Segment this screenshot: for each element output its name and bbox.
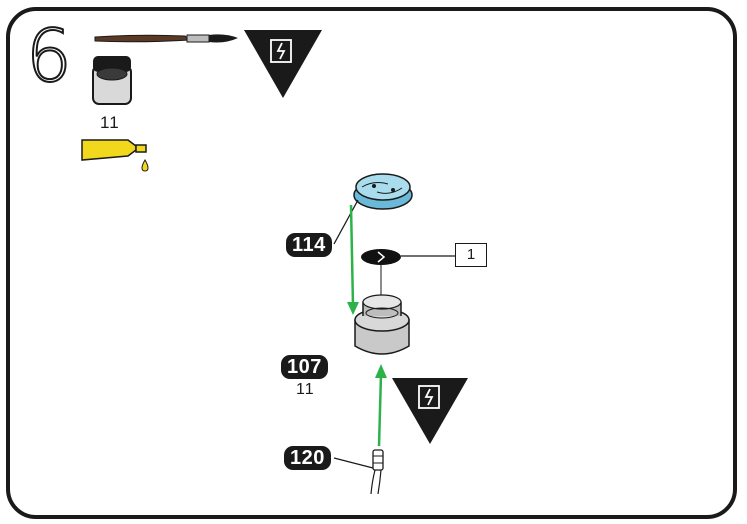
paint-pot-icon — [92, 56, 132, 105]
label-120-leader — [333, 457, 374, 469]
label-114-leader — [333, 199, 359, 245]
adhesive-triangle-icon-2 — [392, 378, 468, 444]
glue-tube-icon — [81, 139, 149, 172]
assembly-arrow-up — [375, 364, 387, 447]
callout-1: 1 — [455, 243, 487, 267]
part-120-nozzle — [370, 449, 384, 495]
part-114-cap — [353, 173, 413, 210]
part-label-120: 120 — [284, 446, 331, 470]
paint-code: 11 — [100, 113, 120, 132]
step-number: 6 — [25, 14, 73, 98]
paintbrush-icon — [94, 34, 238, 43]
part-107-base — [354, 294, 410, 355]
adhesive-triangle-icon — [244, 30, 322, 98]
part-1-disc — [361, 249, 401, 300]
part-label-114: 114 — [286, 233, 332, 257]
part-label-107: 107 — [281, 355, 328, 379]
part-paint-code-107: 11 — [296, 381, 315, 398]
assembly-arrow-down — [347, 204, 359, 315]
